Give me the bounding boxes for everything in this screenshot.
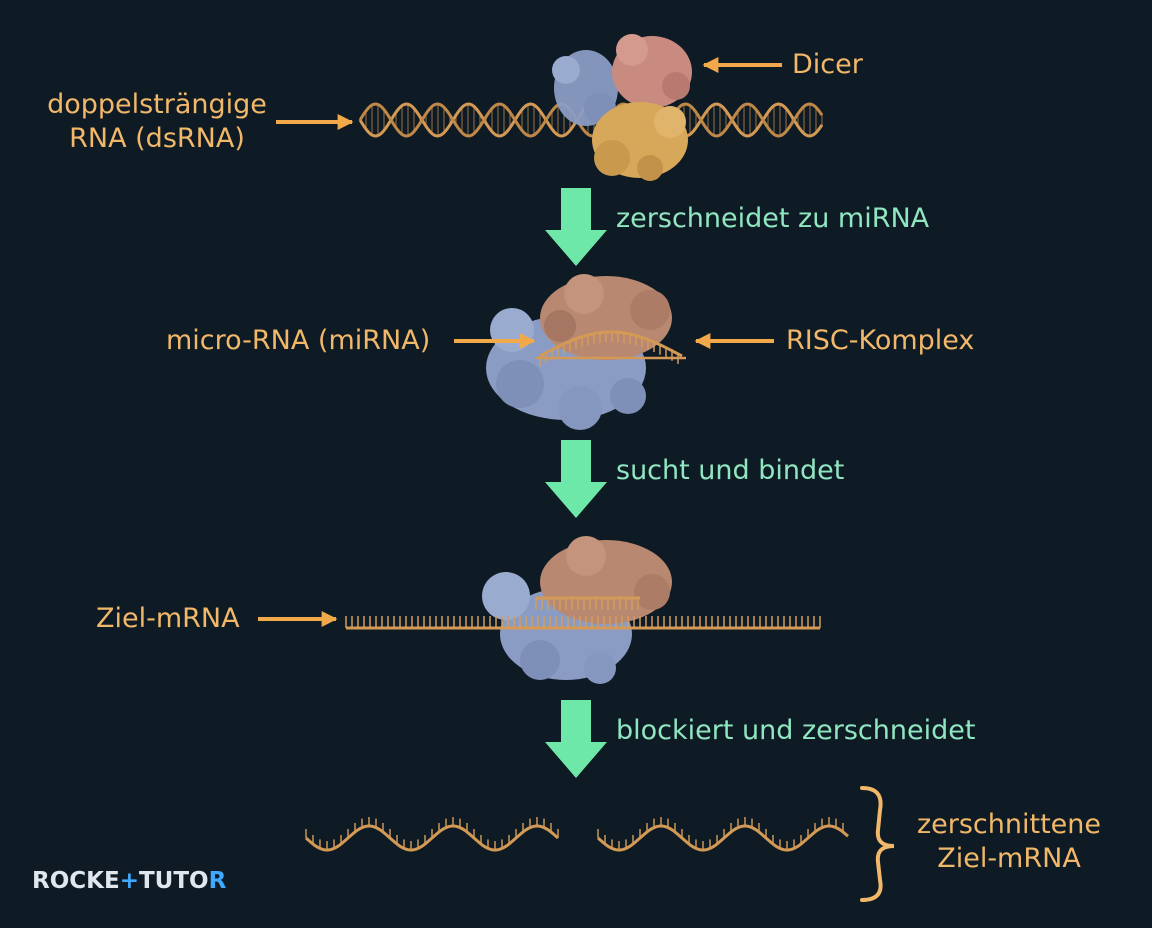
rocketutor-logo: ROCKE+TUTOR — [32, 868, 226, 894]
logo-plus: + — [119, 868, 139, 894]
label-dsrna-line1: doppelsträngige — [47, 89, 267, 120]
target-mrna-strand — [345, 596, 821, 630]
risc-complex — [486, 274, 672, 430]
cut-mrna-left — [304, 817, 560, 852]
label-target-mrna: Ziel-mRNA — [96, 603, 240, 634]
step-arrow-1 — [545, 188, 607, 266]
label-dicer: Dicer — [792, 49, 863, 80]
logo-text-2: TUTO — [138, 868, 209, 894]
logo-text-1: ROCKE — [32, 868, 120, 894]
curly-brace — [860, 786, 895, 902]
step-arrow-3 — [545, 700, 607, 778]
risc-complex-bound — [482, 536, 672, 684]
step-label-1: zerschneidet zu miRNA — [616, 203, 930, 234]
step-label-2: sucht und bindet — [616, 455, 845, 486]
label-cut-line1: zerschnittene — [916, 809, 1102, 840]
label-risc: RISC-Komplex — [786, 325, 975, 356]
cut-mrna-right — [596, 817, 849, 852]
logo-text-3: R — [208, 868, 227, 894]
step-arrow-2 — [545, 440, 607, 518]
label-dsrna-line2: RNA (dsRNA) — [69, 123, 245, 154]
label-dsrna: doppelsträngige RNA (dsRNA) — [30, 88, 284, 156]
dicer-protein — [552, 34, 692, 181]
step-label-3: blockiert und zerschneidet — [616, 715, 976, 746]
label-cut-line2: Ziel-mRNA — [937, 843, 1081, 874]
label-mirna: micro-RNA (miRNA) — [166, 325, 431, 356]
label-cut-mrna: zerschnittene Ziel-mRNA — [904, 808, 1114, 876]
mirna-strand — [536, 330, 686, 366]
